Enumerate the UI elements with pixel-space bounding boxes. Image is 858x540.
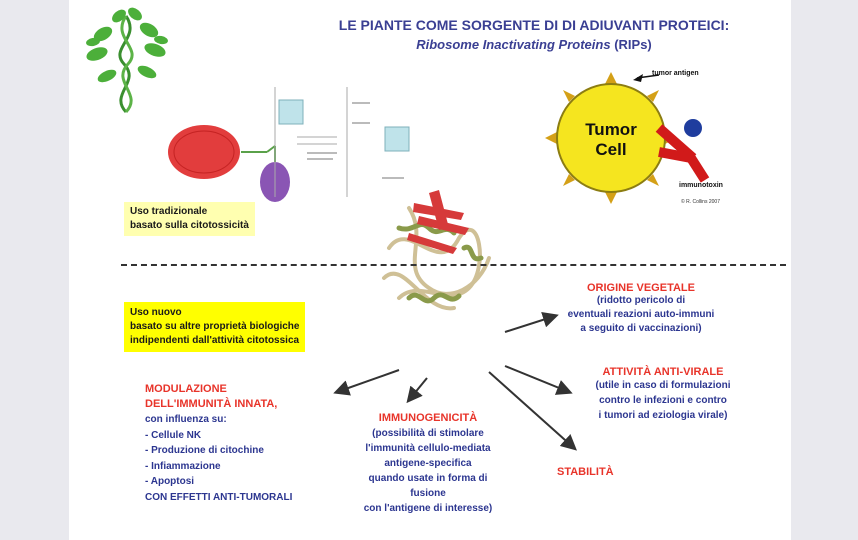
modulazione-line6: CON EFFETTI ANTI-TUMORALI — [145, 491, 293, 503]
title-suffix: (RIPs) — [614, 37, 652, 52]
immunogenicita-section: IMMUNOGENICITÀ (possibilità di stimolare… — [343, 410, 513, 516]
antivirale-line1: (utile in caso di formulazioni — [595, 380, 731, 391]
antivirale-line3: i tumori ad eziologia virale) — [598, 410, 728, 421]
new-line3: indipendenti dall'attività citotossica — [130, 335, 300, 346]
ribosome-diagram — [168, 87, 410, 202]
tumor-cell-label: Tumor Cell — [561, 120, 661, 160]
immunogenicita-heading: IMMUNOGENICITÀ — [378, 412, 478, 424]
separator-dashed-line — [121, 264, 786, 266]
traditional-use-box: Uso tradizionale basato sulla citotossic… — [124, 202, 255, 236]
antivirale-line2: contro le infezioni e contro — [599, 395, 727, 406]
immunogenicita-line6: con l'antigene di interesse) — [363, 503, 493, 514]
immunogenicita-line2: l'immunità cellulo-mediata — [365, 443, 491, 454]
origine-heading: ORIGINE VEGETALE — [587, 282, 695, 294]
title-line1: LE PIANTE COME SORGENTE DI DI ADIUVANTI … — [338, 17, 730, 33]
origine-section: ORIGINE VEGETALE (ridotto pericolo di ev… — [541, 282, 741, 336]
tumor-cell-icon — [545, 72, 710, 204]
modulazione-line4: - Infiammazione — [145, 460, 221, 472]
tumor-cell-line2: Cell — [595, 140, 627, 159]
immunogenicita-line5: fusione — [410, 488, 446, 499]
new-line2: basato su altre proprietà biologiche — [130, 321, 300, 332]
origine-line2: eventuali reazioni auto-immuni — [567, 309, 715, 320]
tumor-cell-line1: Tumor — [585, 120, 637, 139]
slide: LE PIANTE COME SORGENTE DI DI ADIUVANTI … — [69, 0, 791, 540]
traditional-line2: basato sulla citotossicità — [130, 220, 249, 231]
modulazione-line3: - Produzione di citochine — [145, 445, 264, 456]
modulazione-heading2: DELL'IMMUNITÀ INNATA, — [145, 398, 278, 410]
modulazione-heading1: MODULAZIONE — [145, 383, 227, 395]
traditional-line1: Uso tradizionale — [130, 206, 208, 217]
immunotoxin-label: immunotoxin — [679, 182, 723, 189]
antivirale-section: ATTIVITÀ ANTI-VIRALE (utile in caso di f… — [563, 366, 763, 423]
origine-line3: a seguito di vaccinazioni) — [580, 323, 702, 334]
new-use-box: Uso nuovo basato su altre proprietà biol… — [124, 302, 306, 352]
origine-line1: (ridotto pericolo di — [596, 295, 686, 306]
arrows — [333, 312, 577, 451]
protein-structure-icon — [382, 190, 491, 311]
stabilita-heading: STABILITÀ — [557, 466, 614, 478]
immunotoxin-icon — [655, 119, 710, 183]
immunogenicita-line3: antigene-specifica — [384, 458, 472, 469]
modulazione-section: MODULAZIONE DELL'IMMUNITÀ INNATA, con in… — [145, 382, 345, 505]
antivirale-heading: ATTIVITÀ ANTI-VIRALE — [602, 366, 724, 378]
new-line1: Uso nuovo — [130, 307, 182, 318]
modulazione-line1: con influenza su: — [145, 414, 227, 425]
title-line2: Ribosome Inactivating Proteins (RIPs) — [284, 37, 784, 52]
plant-icon — [86, 7, 168, 114]
immunogenicita-line1: (possibilità di stimolare — [372, 428, 484, 439]
title-italic: Ribosome Inactivating Proteins — [416, 37, 611, 52]
modulazione-line2: - Cellule NK — [145, 429, 202, 441]
credit-label: © R. Collins 2007 — [681, 199, 720, 205]
modulazione-line5: - Apoptosi — [145, 476, 195, 487]
tumor-antigen-label: tumor antigen — [652, 70, 699, 77]
immunogenicita-line4: quando usate in forma di — [368, 473, 488, 484]
